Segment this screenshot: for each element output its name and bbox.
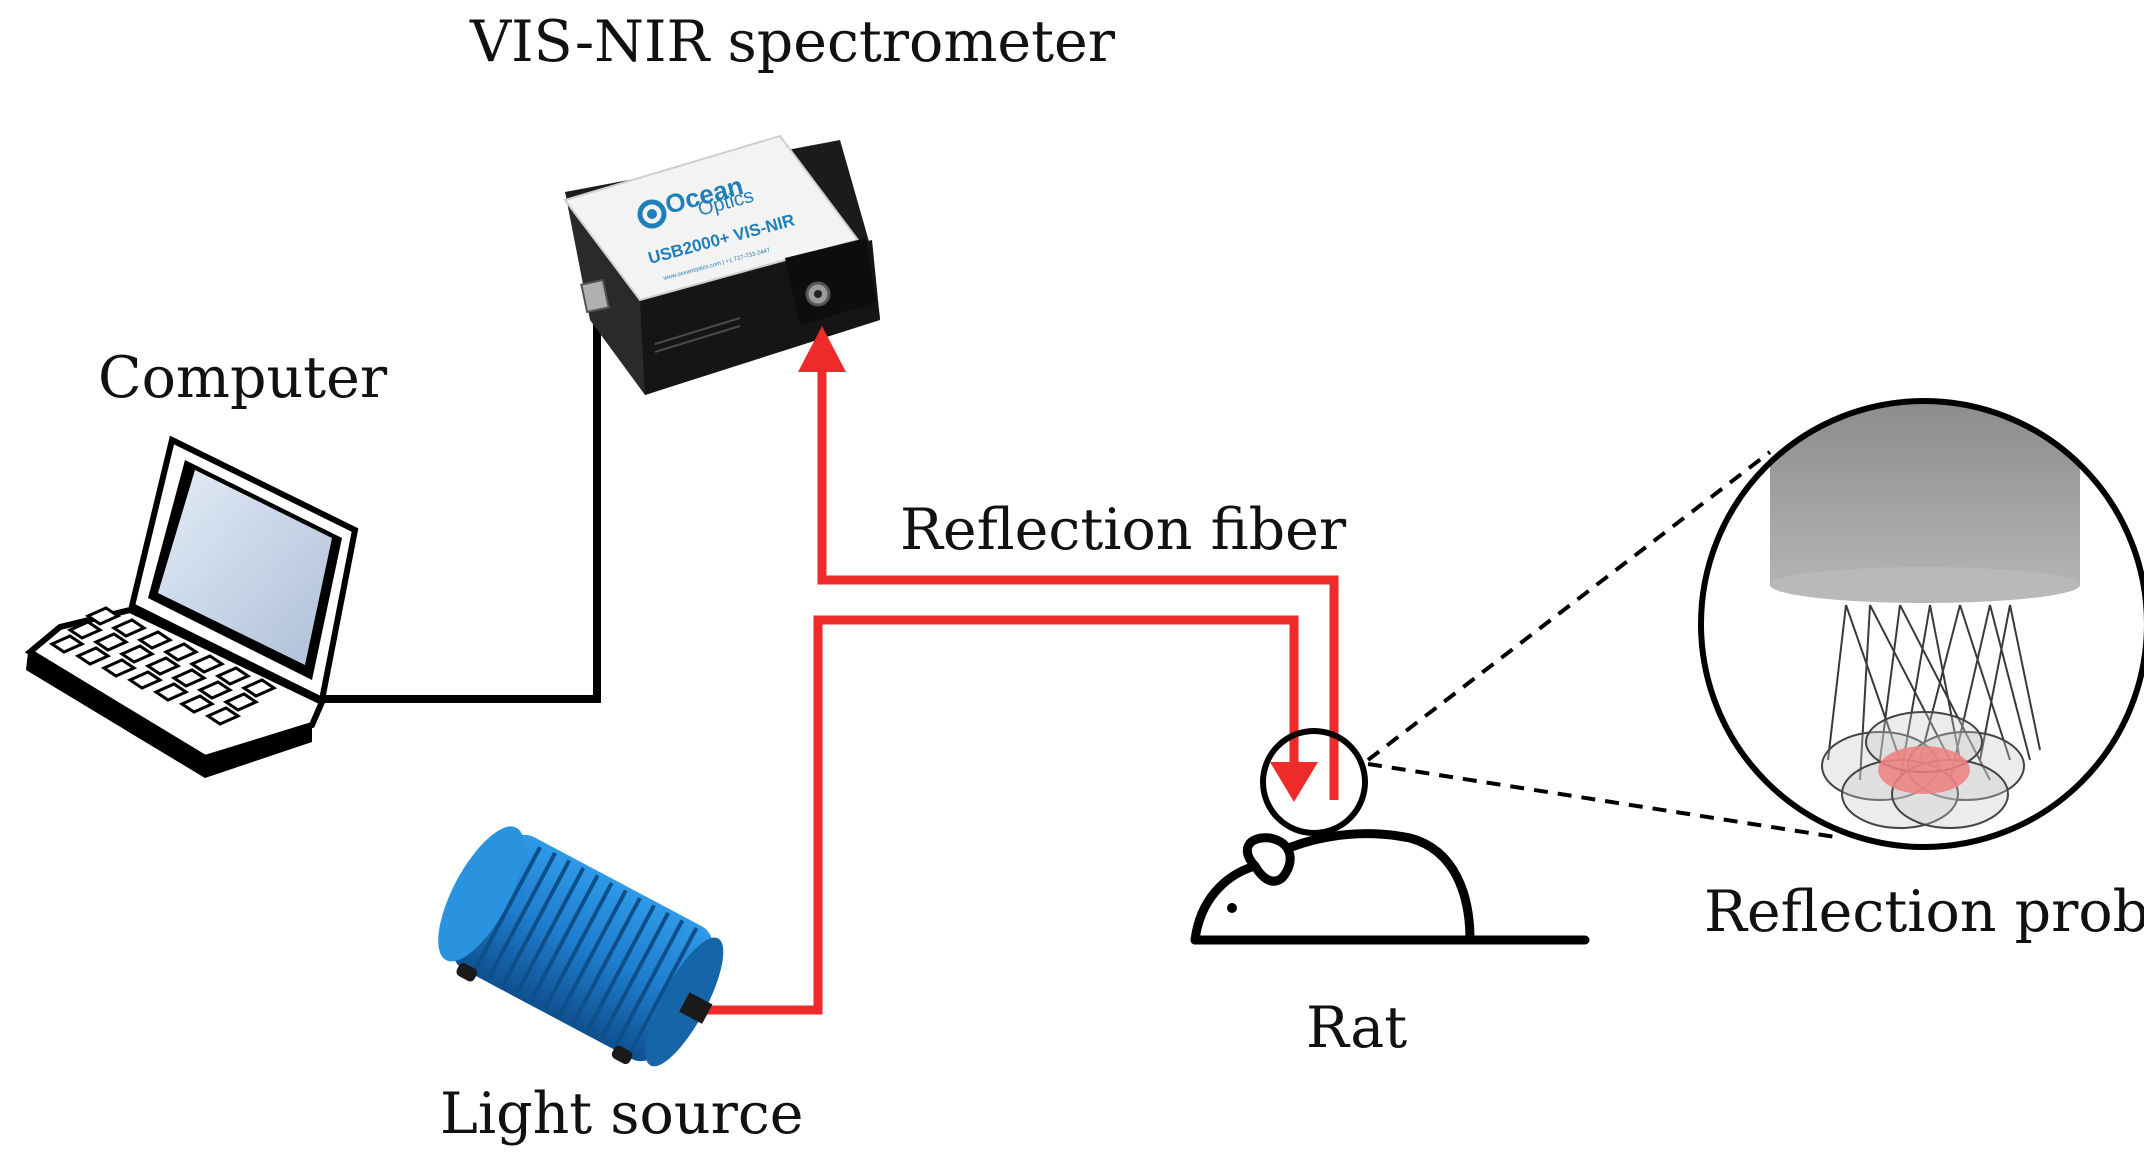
reflection-fiber-label: Reflection fiber [900, 497, 1347, 563]
spectrometer-icon: Ocean Optics USB2000+ VIS-NIR www.oceano… [563, 134, 880, 395]
spectrometer-label: VIS-NIR spectrometer [470, 9, 1116, 75]
arrow-up-to-spectrometer [798, 326, 846, 372]
illumination-fiber [690, 615, 1299, 1015]
rat-icon [1190, 829, 1590, 945]
reflection-fiber-return [817, 370, 1339, 800]
rat-label: Rat [1306, 995, 1408, 1061]
probe-position-circle [1260, 728, 1368, 836]
light-source-icon [438, 826, 724, 1067]
zoom-line-lower [1367, 762, 1843, 840]
reflection-probe-label: Reflection probe [1704, 879, 2144, 945]
light-source-label: Light source [440, 1081, 804, 1147]
arrow-down-to-probe [1270, 762, 1318, 802]
computer-label: Computer [98, 345, 388, 411]
zoom-line-upper [1366, 450, 1772, 762]
probe-magnifier-icon [1698, 398, 2144, 850]
laptop-icon [24, 435, 359, 778]
